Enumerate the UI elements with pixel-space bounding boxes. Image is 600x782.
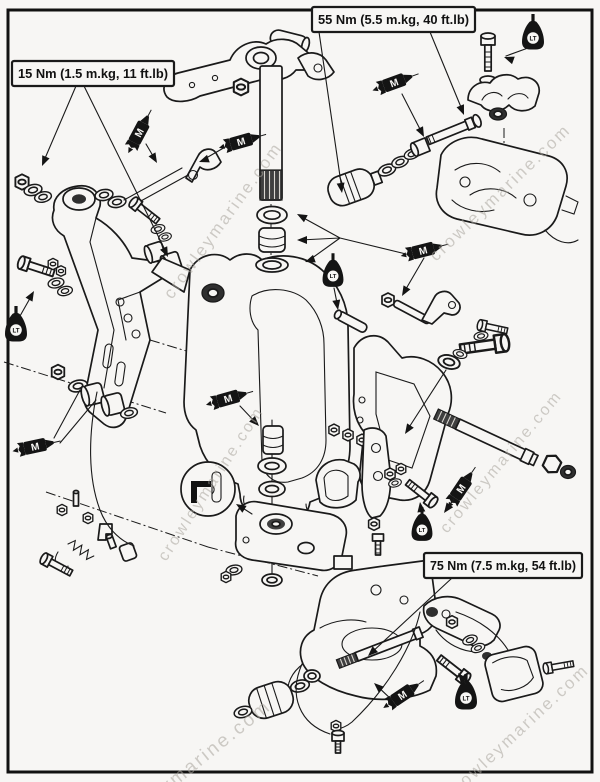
torque-callout-55nm: 55 Nm (5.5 m.kg, 40 ft.lb): [310, 5, 477, 34]
anode-plate: [484, 645, 575, 703]
lower-mount-assembly: [220, 419, 348, 587]
torque-callout-15nm-label: 15 Nm (1.5 m.kg, 11 ft.lb): [18, 67, 168, 81]
torque-callout-75nm: 75 Nm (7.5 m.kg, 54 ft.lb): [422, 551, 584, 580]
swivel-shaft: [259, 65, 283, 201]
tilt-lock-lever: [381, 290, 461, 325]
transom-clamp-assembly: [422, 595, 509, 687]
upper-mount-plate: [435, 136, 579, 244]
yoke-bracket: [315, 423, 368, 509]
loctite-symbols: [5, 14, 544, 710]
torque-callout-55nm-label: 55 Nm (5.5 m.kg, 40 ft.lb): [318, 13, 469, 27]
upper-damper: [327, 137, 431, 207]
rubber-damper-stack: [258, 227, 286, 253]
torque-leaders: [38, 31, 468, 659]
clamp-bracket-shaft: [432, 408, 577, 480]
upper-damper-rod: [425, 113, 482, 146]
grease-symbols: [10, 66, 482, 715]
page-frame: [6, 8, 594, 774]
torque-callout-15nm: 15 Nm (1.5 m.kg, 11 ft.lb): [10, 59, 176, 88]
swivel-shaft-washer: [256, 205, 288, 225]
side-plate: [361, 427, 392, 556]
bushing-row: [50, 363, 140, 421]
pivot-pin: [333, 309, 368, 333]
left-clamp-bracket: [51, 184, 171, 429]
torque-callout-75nm-label: 75 Nm (7.5 m.kg, 54 ft.lb): [430, 559, 576, 573]
grease-hose: [90, 391, 135, 547]
lower-rubber-mount: [232, 669, 321, 721]
upper-mount-clamp-halves: [467, 73, 541, 121]
detail-inset-circle: [180, 461, 253, 517]
ground-wire: [295, 611, 421, 754]
bracket-bolt: [401, 332, 512, 437]
grease-fitting-cluster: [37, 489, 138, 580]
